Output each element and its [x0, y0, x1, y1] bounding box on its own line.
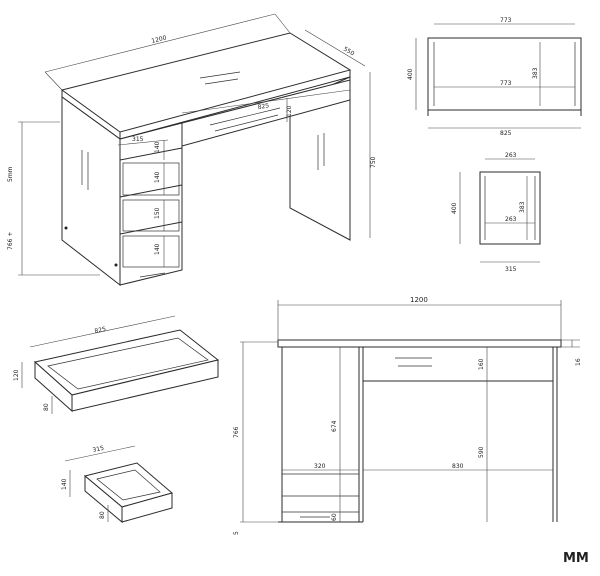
- small-drawer-width: 315: [92, 445, 105, 454]
- wide-drawer-side: 80: [43, 403, 50, 411]
- dim-drawer-3: 150: [154, 207, 161, 219]
- front-total-width: 1200: [410, 296, 428, 304]
- wide-drawer-width: 825: [94, 326, 107, 335]
- front-drawer-height: 160: [478, 358, 485, 370]
- plan2-outer-width: 263: [505, 152, 517, 159]
- plan2-inner-width: 263: [505, 216, 517, 223]
- plan1-inner-depth: 383: [532, 67, 539, 79]
- plan2-front-width: 315: [505, 266, 517, 273]
- dim-width: 1200: [151, 34, 168, 45]
- dim-drawer-2: 140: [154, 171, 161, 183]
- dim-drawer-4: 140: [154, 243, 161, 255]
- plan1-inner-width: 773: [500, 80, 512, 87]
- wide-drawer-iso: 825 120 80: [13, 315, 220, 414]
- plan2-inner-depth: 383: [519, 201, 526, 213]
- wide-drawer-height: 120: [13, 369, 20, 381]
- front-top: [277, 339, 562, 348]
- front-total-height: 766: [233, 426, 240, 438]
- small-drawer-iso: 315 140 80: [61, 445, 174, 524]
- top-drawer-plan: 773 773 400 383 825: [407, 17, 582, 137]
- small-drawer-height: 140: [61, 478, 68, 490]
- front-left-width: 320: [314, 463, 326, 470]
- dim-offset-note: 5mm: [7, 166, 14, 182]
- front-top-thickness: 16: [575, 358, 582, 366]
- top-drawer: [181, 79, 351, 147]
- drawer-column: [119, 122, 183, 286]
- plan2-depth: 400: [451, 202, 458, 214]
- dim-drawer-width: 825: [257, 102, 269, 111]
- front-drawer: [362, 346, 554, 382]
- brand-logo: MM: [563, 551, 589, 566]
- dim-height-left: 766 +: [7, 232, 14, 250]
- isometric-desk: 1200 550 750 766 + 5mm 825 120 315 140 1…: [7, 13, 377, 287]
- plan1-depth: 400: [407, 68, 414, 80]
- front-right-width: 830: [452, 463, 464, 470]
- dim-drawer-1: 140: [154, 141, 161, 153]
- plan1-outer-width: 773: [500, 17, 512, 24]
- dim-drawer-height: 120: [286, 105, 293, 117]
- dim-column-width: 315: [132, 136, 144, 143]
- front-right-height: 590: [478, 446, 485, 458]
- small-drawer-side: 80: [99, 511, 106, 519]
- plan1-front-width: 825: [500, 130, 512, 137]
- dim-depth: 550: [342, 46, 356, 58]
- front-bottom-drawer: 60: [331, 513, 338, 521]
- front-foot: 5: [233, 531, 240, 535]
- front-left-height: 674: [331, 420, 338, 432]
- front-view: 1200 766 5 16 674 320 830 590 160 60: [233, 296, 582, 535]
- small-drawer-plan: 263 263 400 383 315: [451, 152, 541, 273]
- dim-height-right: 750: [370, 156, 377, 168]
